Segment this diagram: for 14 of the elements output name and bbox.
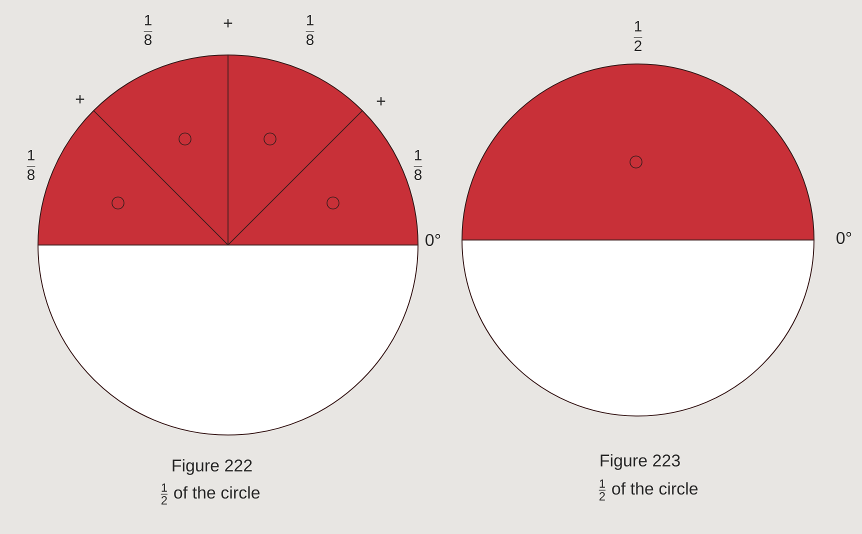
fraction-label: $\frac{1}{8}$	[306, 14, 314, 46]
fraction-label: $\frac{1}{8}$	[144, 14, 152, 46]
figure-caption: $\frac{1}{2}\text{ of the circle}$	[598, 480, 698, 500]
angle-label: 0°	[426, 234, 440, 246]
plus-sign: +	[376, 97, 386, 106]
figure-caption: Figure 223	[600, 454, 680, 470]
figure-caption: $\frac{1}{2}\text{ of the circle}$	[160, 484, 260, 504]
fraction-label: $\frac{1}{8}$	[26, 150, 36, 180]
fraction-label: $\frac{1}{2}$	[634, 21, 642, 51]
figure-caption: Figure 222	[172, 459, 252, 475]
plus-sign: +	[76, 95, 84, 104]
angle-label: 0°	[836, 232, 852, 244]
fraction-label: $\frac{1}{8}$	[414, 150, 422, 180]
plus-sign: +	[224, 19, 232, 28]
